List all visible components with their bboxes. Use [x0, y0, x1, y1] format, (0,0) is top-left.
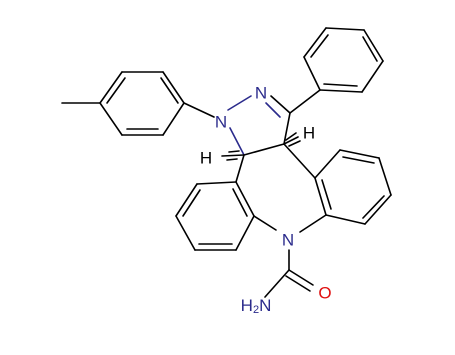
phenyl-ring	[303, 27, 384, 93]
pyrazoline-ring	[227, 95, 291, 156]
atom-oxygen-label: O	[318, 284, 331, 303]
bond-c9b-left-ring	[235, 154, 245, 183]
bond-c3-phenyl	[289, 89, 321, 114]
atom-nh2-label: H2N	[241, 296, 272, 317]
bond-c-nh2	[264, 269, 290, 298]
atom-h-b-label: H	[200, 149, 212, 168]
tolyl-ring	[99, 71, 185, 136]
bond-c3a-right-ring	[283, 143, 316, 179]
bond-right-ring-n	[299, 214, 327, 233]
right-benzo-ring	[314, 149, 392, 225]
left-benzo-ring	[175, 181, 255, 251]
bond-co-1	[288, 269, 314, 286]
bond-tolyl-n1	[183, 102, 215, 118]
atom-h-a-label: H	[303, 124, 315, 143]
stereo-hashes	[221, 132, 301, 161]
atom-n1-label: N	[215, 113, 227, 132]
bond-co-2	[285, 275, 311, 292]
atom-n2-label: N	[255, 84, 267, 103]
atom-amide-n-label: N	[282, 231, 294, 250]
bond-left-ring-n	[253, 215, 277, 231]
